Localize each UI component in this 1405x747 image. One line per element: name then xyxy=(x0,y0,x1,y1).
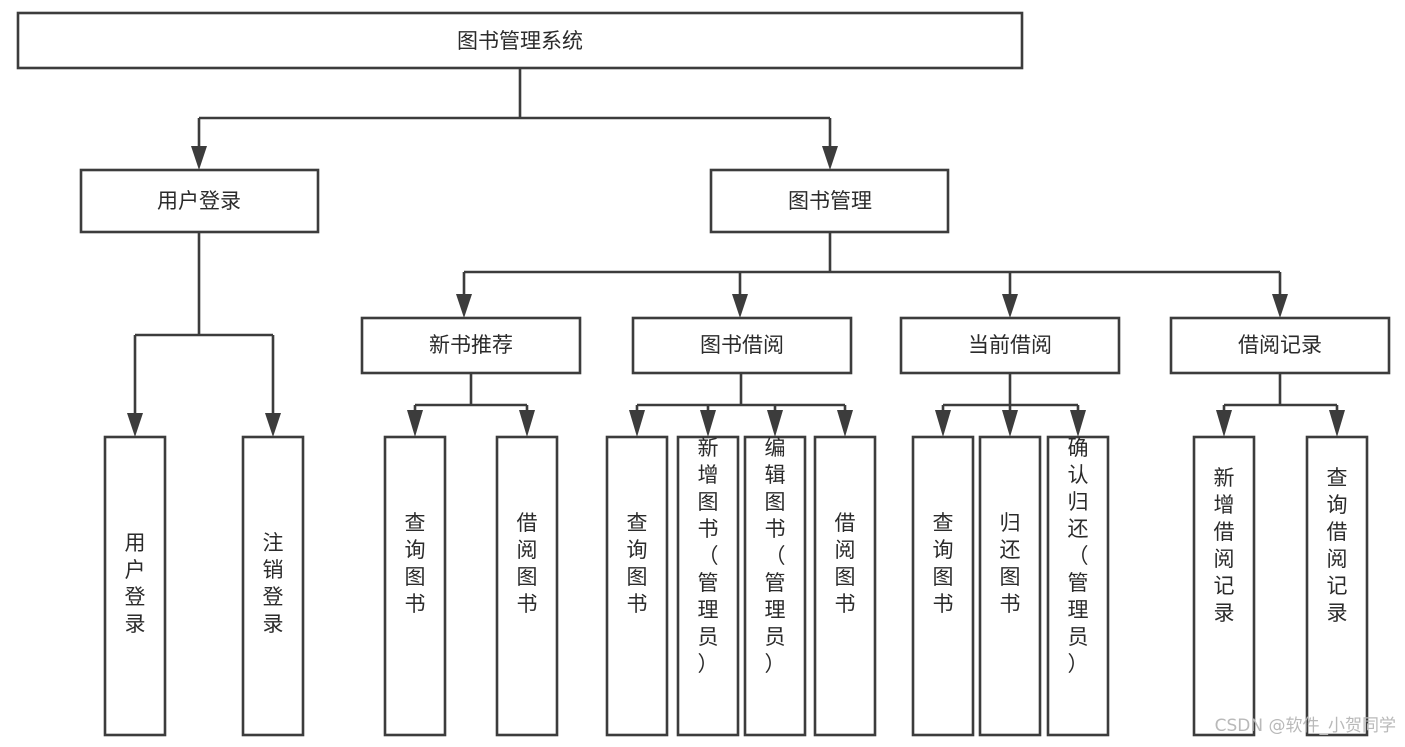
leaf-node[interactable]: 新增图书（管理员） xyxy=(676,435,740,737)
leaf-node[interactable]: 归还图书 xyxy=(978,435,1042,737)
arrowhead-leaf-borrow-record-2 xyxy=(1329,410,1345,437)
connector-layer xyxy=(127,68,1345,437)
leaf-node[interactable]: 确认归还（管理员） xyxy=(1046,435,1110,737)
leaf-book-borrow-4-box[interactable] xyxy=(813,435,877,737)
leaf-node[interactable]: 查询图书 xyxy=(911,435,975,737)
leaf-book-borrow-1-label: 查询图书 xyxy=(627,511,648,616)
leaf-node[interactable]: 查询图书 xyxy=(605,435,669,737)
leaf-user-login-1-label: 用户登录 xyxy=(125,531,146,636)
leaf-current-borrow-2-label: 归还图书 xyxy=(1000,511,1021,616)
leaf-book-borrow-3-label: 编辑图书（管理员） xyxy=(765,436,786,676)
arrowhead-leaf-book-borrow-3 xyxy=(767,410,783,437)
node-borrow-record-box[interactable] xyxy=(1169,316,1391,375)
leaf-user-login-2-box[interactable] xyxy=(241,435,305,737)
leaf-book-borrow-3-box[interactable] xyxy=(743,435,807,737)
leaf-borrow-record-2-label: 查询借阅记录 xyxy=(1327,466,1348,625)
node-user-login-box[interactable] xyxy=(79,168,320,234)
node-new-book-recommend[interactable]: 新书推荐 xyxy=(360,316,582,375)
node-root-label: 图书管理系统 xyxy=(457,29,583,53)
leaf-borrow-record-1-label: 新增借阅记录 xyxy=(1214,466,1235,625)
arrowhead-leaf-current-borrow-3 xyxy=(1070,410,1086,437)
arrowhead-book-borrow xyxy=(732,294,748,318)
leaf-node[interactable]: 编辑图书（管理员） xyxy=(743,435,807,737)
arrowhead-leaf-user-login-1 xyxy=(127,413,143,437)
arrowhead-leaf-user-login-2 xyxy=(265,413,281,437)
leaf-new-book-1-box[interactable] xyxy=(383,435,447,737)
leaf-node[interactable]: 借阅图书 xyxy=(495,435,559,737)
leaf-user-login-2-label: 注销登录 xyxy=(263,531,284,636)
leaf-node[interactable]: 用户登录 xyxy=(103,435,167,737)
arrowhead-borrow-record xyxy=(1272,294,1288,318)
arrowhead-new-book xyxy=(456,294,472,318)
leaf-current-borrow-1-box[interactable] xyxy=(911,435,975,737)
csdn-watermark: CSDN @软件_小贺同学 xyxy=(1215,716,1396,736)
node-current-borrow[interactable]: 当前借阅 xyxy=(899,316,1121,375)
arrowhead-book-manage xyxy=(822,146,838,170)
arrowhead-leaf-book-borrow-2 xyxy=(700,410,716,437)
leaf-new-book-1-label: 查询图书 xyxy=(405,511,426,616)
arrowhead-leaf-new-book-2 xyxy=(519,410,535,437)
node-current-borrow-label: 当前借阅 xyxy=(968,333,1052,357)
leaf-book-borrow-4-label: 借阅图书 xyxy=(835,511,856,616)
arrowhead-leaf-borrow-record-1 xyxy=(1216,410,1232,437)
leaf-new-book-2-label: 借阅图书 xyxy=(517,511,538,616)
node-user-login-label: 用户登录 xyxy=(157,189,241,213)
leaf-book-borrow-2-box[interactable] xyxy=(676,435,740,737)
leaf-node[interactable]: 注销登录 xyxy=(241,435,305,737)
leaf-current-borrow-3-label: 确认归还（管理员） xyxy=(1068,436,1089,676)
leaf-book-borrow-1-box[interactable] xyxy=(605,435,669,737)
arrowhead-leaf-current-borrow-1 xyxy=(935,410,951,437)
node-root-system[interactable]: 图书管理系统 xyxy=(16,11,1024,70)
leaf-borrow-record-1-box[interactable] xyxy=(1192,435,1256,737)
arrowhead-leaf-current-borrow-2 xyxy=(1002,410,1018,437)
leaf-current-borrow-1-label: 查询图书 xyxy=(933,511,954,616)
node-book-manage-box[interactable] xyxy=(709,168,950,234)
leaf-new-book-2-box[interactable] xyxy=(495,435,559,737)
node-borrow-record-label: 借阅记录 xyxy=(1238,333,1322,357)
arrowhead-user-login xyxy=(191,146,207,170)
leaf-node[interactable]: 查询借阅记录 xyxy=(1305,435,1369,737)
node-book-borrow[interactable]: 图书借阅 xyxy=(631,316,853,375)
node-borrow-record[interactable]: 借阅记录 xyxy=(1169,316,1391,375)
node-book-borrow-label: 图书借阅 xyxy=(700,333,784,357)
node-root-box[interactable] xyxy=(16,11,1024,70)
node-book-borrow-box[interactable] xyxy=(631,316,853,375)
node-current-borrow-box[interactable] xyxy=(899,316,1121,375)
node-new-book-recommend-label: 新书推荐 xyxy=(429,333,513,357)
node-user-login[interactable]: 用户登录 xyxy=(79,168,320,234)
arrowhead-leaf-book-borrow-4 xyxy=(837,410,853,437)
arrowhead-leaf-book-borrow-1 xyxy=(629,410,645,437)
leaf-user-login-1-box[interactable] xyxy=(103,435,167,737)
arrowhead-current-borrow xyxy=(1002,294,1018,318)
leaf-current-borrow-3-box[interactable] xyxy=(1046,435,1110,737)
leaf-borrow-record-2-box[interactable] xyxy=(1305,435,1369,737)
node-book-manage[interactable]: 图书管理 xyxy=(709,168,950,234)
leaf-node[interactable]: 查询图书 xyxy=(383,435,447,737)
node-book-manage-label: 图书管理 xyxy=(788,189,872,213)
node-new-book-recommend-box[interactable] xyxy=(360,316,582,375)
leaf-current-borrow-2-box[interactable] xyxy=(978,435,1042,737)
leaf-book-borrow-2-label: 新增图书（管理员） xyxy=(698,436,719,676)
arrowhead-leaf-new-book-1 xyxy=(407,410,423,437)
leaf-node[interactable]: 新增借阅记录 xyxy=(1192,435,1256,737)
leaf-node[interactable]: 借阅图书 xyxy=(813,435,877,737)
